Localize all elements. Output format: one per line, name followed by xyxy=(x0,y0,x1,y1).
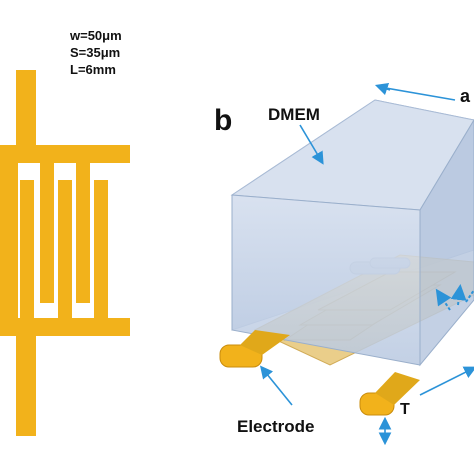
finger xyxy=(76,163,90,303)
electrode-pads xyxy=(219,330,420,416)
finger xyxy=(40,163,54,303)
dimension-a-line xyxy=(379,86,456,101)
bottom-lead xyxy=(16,336,36,436)
flow-arrows xyxy=(435,284,474,311)
dmem-pointer xyxy=(299,124,324,165)
chamber-right-face xyxy=(419,119,474,367)
finger xyxy=(20,180,34,318)
dimension-right-arrow xyxy=(419,366,474,396)
finger xyxy=(94,180,108,318)
param-spacing: S=35μm xyxy=(70,45,120,60)
bottom-bus-bar xyxy=(0,318,130,336)
top-bus-bar xyxy=(0,145,130,163)
left-electrode-connector xyxy=(240,330,290,355)
interdigitated-electrode-pattern xyxy=(0,70,130,436)
panel-label-b: b xyxy=(214,104,232,137)
medium-label: DMEM xyxy=(268,105,320,124)
right-electrode-connector xyxy=(375,372,420,405)
electrode-pointer xyxy=(259,365,293,406)
electrode-label: Electrode xyxy=(237,417,314,436)
dmem-chamber xyxy=(230,99,474,367)
param-width: w=50μm xyxy=(69,28,122,43)
finger xyxy=(0,163,18,318)
param-length: L=6mm xyxy=(70,62,116,77)
finger xyxy=(58,180,72,318)
top-lead xyxy=(16,70,36,145)
annotation-arrows xyxy=(259,82,474,446)
dimension-t-label: T xyxy=(400,401,410,418)
dimension-a-label: a xyxy=(460,86,471,106)
